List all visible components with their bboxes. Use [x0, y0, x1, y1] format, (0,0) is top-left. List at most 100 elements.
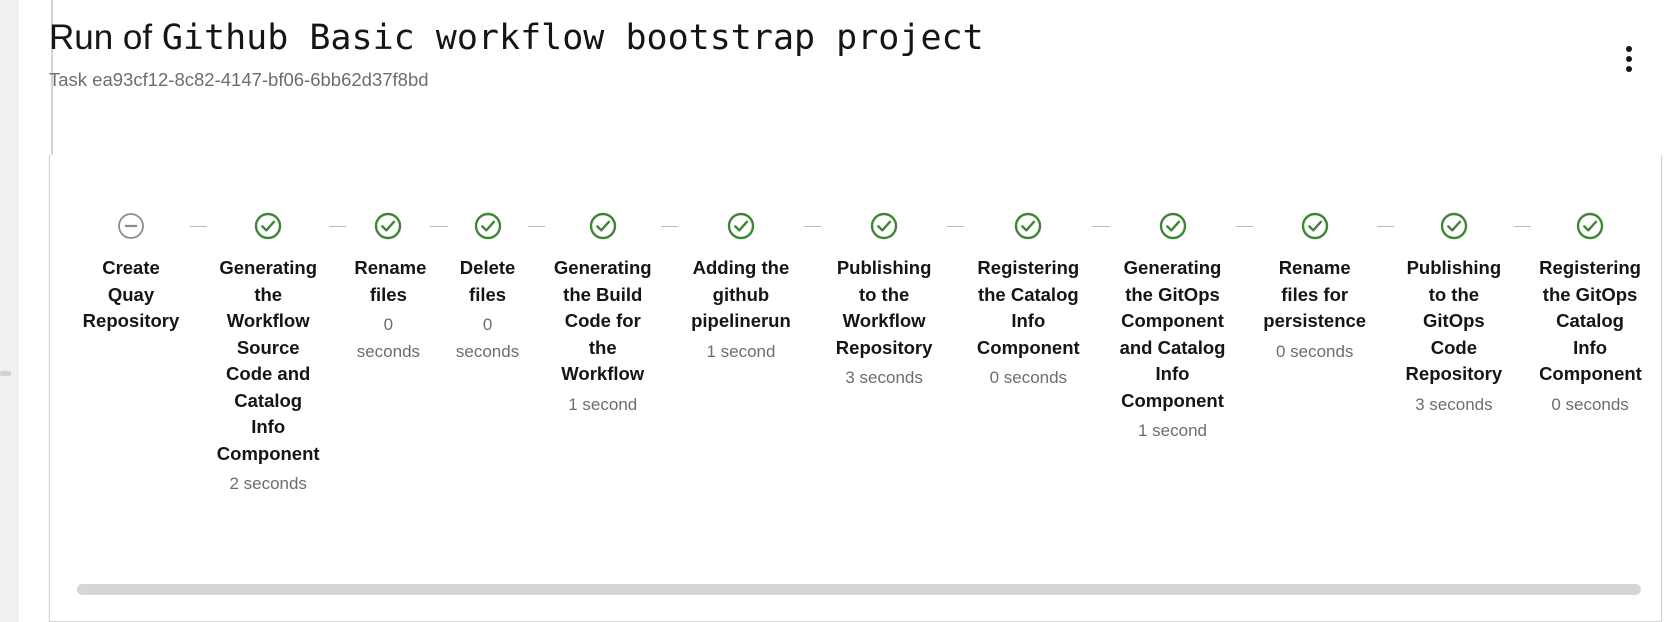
step-title: Rename files for persistence: [1263, 257, 1367, 331]
workflow-stepper: Create Quay Repository Generating the Wor…: [50, 209, 1663, 498]
check-circle-icon[interactable]: [1014, 212, 1042, 240]
step-connector-line: [430, 225, 448, 227]
step-body: Generating the Build Code for the Workfl…: [545, 243, 661, 418]
workflow-step[interactable]: Registering the GitOps Catalog Info Comp…: [1531, 209, 1649, 418]
check-circle-icon[interactable]: [1440, 212, 1468, 240]
step-title: Registering the GitOps Catalog Info Comp…: [1539, 257, 1642, 384]
step-connector-line: [660, 225, 678, 227]
left-rail-handle[interactable]: [0, 371, 11, 376]
check-circle-icon[interactable]: [1159, 212, 1187, 240]
check-circle-icon[interactable]: [1301, 212, 1329, 240]
stepper-scroll-viewport: Create Quay Repository Generating the Wor…: [50, 155, 1663, 567]
step-icon-row: [545, 209, 661, 243]
workflow-step[interactable]: Rename files 0 seconds: [346, 209, 430, 365]
step-icon-row: [1110, 209, 1236, 243]
check-circle-icon[interactable]: [474, 212, 502, 240]
step-connector: [803, 209, 822, 243]
step-title: Generating the Build Code for the Workfl…: [553, 257, 652, 384]
step-icon-row: [821, 209, 947, 243]
workflow-step[interactable]: Delete files 0 seconds: [448, 209, 528, 365]
check-circle-icon[interactable]: [727, 212, 755, 240]
step-icon-row: [346, 209, 430, 243]
left-rail-divider: [19, 0, 20, 622]
step-title: Adding the github pipelinerun: [691, 257, 791, 331]
step-body: Publishing to the Workflow Repository 3 s…: [821, 243, 947, 392]
workflow-step[interactable]: Rename files for persistence 0 seconds: [1253, 209, 1377, 365]
step-title: Publishing to the Workflow Repository: [835, 257, 933, 358]
step-body: Create Quay Repository: [72, 243, 190, 335]
step-duration: 0 seconds: [1551, 394, 1629, 414]
kebab-vertical-icon[interactable]: [1609, 34, 1649, 80]
workflow-step[interactable]: Registering the Catalog Info Component 0 …: [964, 209, 1092, 392]
step-title: Registering the Catalog Info Component: [976, 257, 1080, 358]
step-duration: 0 seconds: [455, 315, 520, 361]
check-circle-icon[interactable]: [374, 212, 402, 240]
horizontal-scrollbar[interactable]: [50, 576, 1663, 604]
kebab-dot: [1626, 56, 1632, 62]
step-connector: [1513, 209, 1532, 243]
step-title: Delete files: [459, 257, 516, 305]
step-body: Generating the GitOps Component and Cata…: [1110, 243, 1236, 445]
step-connector-line: [527, 225, 545, 227]
step-icon-row: [72, 209, 190, 243]
page-title: Run of Github Basic workflow bootstrap p…: [49, 17, 984, 59]
step-title: Generating the Workflow Source Code and …: [216, 257, 320, 464]
step-title: Rename files: [354, 257, 427, 305]
step-icon-row: [678, 209, 804, 243]
kebab-dot: [1626, 46, 1632, 52]
step-connector: [947, 209, 965, 243]
workflow-progress-card: Create Quay Repository Generating the Wor…: [49, 155, 1662, 622]
page-title-workflow-name: Github Basic workflow bootstrap project: [161, 18, 984, 58]
step-icon-row: [207, 209, 329, 243]
step-duration: 0 seconds: [989, 368, 1068, 387]
step-connector-line: [947, 225, 965, 227]
step-connector-line: [803, 225, 822, 227]
kebab-dot: [1626, 66, 1632, 72]
step-duration: 1 second: [1138, 421, 1207, 440]
step-connector: [527, 209, 545, 243]
workflow-step[interactable]: Generating the Workflow Source Code and …: [207, 209, 329, 498]
step-connector: [1235, 209, 1253, 243]
step-connector: [660, 209, 678, 243]
task-id-label: Task ea93cf12-8c82-4147-bf06-6bb62d37f8b…: [49, 69, 429, 90]
horizontal-scrollbar-thumb[interactable]: [77, 584, 1641, 595]
step-connector-line: [329, 225, 347, 227]
step-connector: [430, 209, 448, 243]
check-circle-icon[interactable]: [1576, 212, 1604, 240]
step-duration: 0 seconds: [1275, 341, 1354, 361]
page-title-prefix: Run of: [49, 18, 162, 57]
workflow-step[interactable]: Publishing to the Workflow Repository 3 s…: [821, 209, 947, 392]
step-connector-line: [1235, 225, 1253, 227]
step-body: Rename files 0 seconds: [346, 243, 430, 365]
check-circle-icon[interactable]: [589, 212, 617, 240]
step-duration: 3 seconds: [845, 368, 923, 387]
step-duration: 2 seconds: [229, 474, 307, 493]
minus-circle-icon[interactable]: [117, 212, 145, 240]
step-connector-line: [1376, 225, 1394, 227]
step-connector-line: [1092, 225, 1110, 227]
step-body: Rename files for persistence 0 seconds: [1253, 243, 1377, 365]
step-icon-row: [964, 209, 1092, 243]
workflow-step[interactable]: Generating the Build Code for the Workfl…: [545, 209, 661, 418]
step-duration: 1 second: [568, 394, 638, 414]
workflow-step[interactable]: Create Quay Repository: [72, 209, 190, 335]
step-body: Generating the Workflow Source Code and …: [207, 243, 329, 498]
workflow-step[interactable]: Generating the GitOps Component and Cata…: [1110, 209, 1236, 445]
step-icon-row: [1394, 209, 1514, 243]
check-circle-icon[interactable]: [870, 212, 898, 240]
step-connector: [1092, 209, 1110, 243]
page-header: Run of Github Basic workflow bootstrap p…: [49, 0, 1666, 120]
step-body: Publishing to the GitOps Code Repository…: [1394, 243, 1514, 418]
left-rail: [0, 0, 19, 622]
check-circle-icon[interactable]: [254, 212, 282, 240]
step-title: Create Quay Repository: [82, 257, 180, 331]
step-connector-line: [1513, 225, 1532, 227]
step-body: Registering the Catalog Info Component 0 …: [964, 243, 1092, 392]
step-icon-row: [448, 209, 528, 243]
step-duration: 0 seconds: [356, 315, 421, 361]
step-connector: [329, 209, 347, 243]
step-connector-line: [190, 225, 208, 227]
workflow-step[interactable]: Publishing to the GitOps Code Repository…: [1394, 209, 1514, 418]
